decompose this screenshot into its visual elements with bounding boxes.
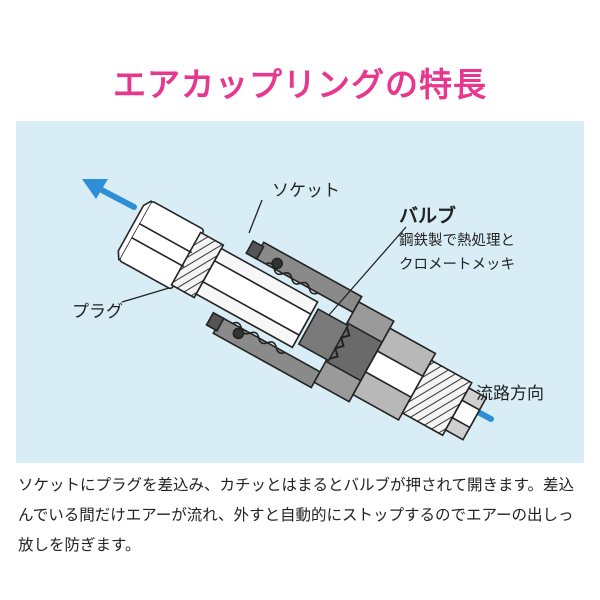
coupling-illustration <box>82 179 494 441</box>
valve-note-line1: 鋼鉄製で熱処理と <box>399 233 515 249</box>
outflow-arrow-icon <box>82 179 137 210</box>
socket-label: ソケット <box>272 181 340 201</box>
page-title: エアカップリングの特長 <box>113 65 487 104</box>
valve-leader-line <box>328 226 407 316</box>
flow-direction-label: 流路方向 <box>476 384 544 404</box>
diagram-panel: ソケット バルブ 鋼鉄製で熱処理と クロメートメッキ プラグ 流路方向 <box>16 121 584 463</box>
valve-note-line2: クロメートメッキ <box>399 257 515 273</box>
socket-leader-line <box>248 199 263 234</box>
plug-part <box>117 200 319 349</box>
socket-part <box>205 239 488 441</box>
plug-leader-line <box>121 287 170 303</box>
valve-label: バルブ <box>399 205 457 227</box>
description-text: ソケットにプラグを差込み、カチッとはまるとバルブが押されて開きます。差込んでいる… <box>18 476 574 554</box>
plug-label: プラグ <box>72 302 123 322</box>
coupling-body <box>117 200 488 441</box>
